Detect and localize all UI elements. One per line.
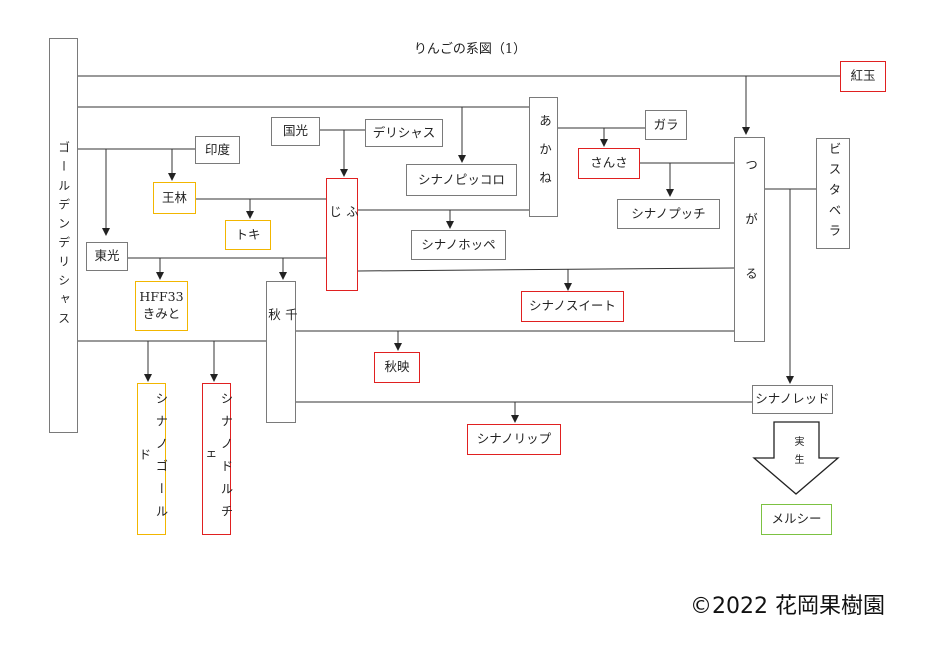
node-indo: 印度: [195, 136, 240, 164]
node-tsugaru: つがる: [734, 137, 765, 342]
node-senshu: 千秋: [266, 281, 298, 423]
arrow-label: 実生: [792, 436, 803, 472]
diagram-title: りんごの系図（1）: [413, 42, 527, 57]
node-shinano-gold: シナノゴールド: [137, 383, 168, 535]
node-bistabella: ビスタベラ: [816, 138, 850, 249]
node-hff33-kimito: HFF33 きみと: [135, 281, 188, 331]
node-gala: ガラ: [645, 110, 687, 140]
node-merci: メルシー: [761, 504, 832, 535]
node-shuei: 秋映: [374, 352, 420, 383]
kimito-label: きみと: [142, 306, 181, 321]
copyright-text: ©2022 花岡果樹園: [690, 594, 885, 619]
node-shinano-dolce: シナノドルチェ: [202, 383, 233, 535]
node-shinano-hoppe: シナノホッペ: [411, 230, 506, 260]
node-ourin: 王林: [153, 182, 196, 214]
node-kokko: 国光: [271, 117, 320, 146]
node-shinano-sweet: シナノスイート: [521, 291, 624, 322]
node-fuji: ふじ: [326, 178, 359, 291]
node-sansa: さんさ: [578, 148, 640, 179]
node-shinano-lip: シナノリップ: [467, 424, 561, 455]
seedling-arrow: [752, 421, 840, 495]
node-shinano-red: シナノレッド: [752, 385, 833, 414]
node-kogyoku: 紅玉: [840, 61, 886, 92]
node-golden-delicious: ゴールデンデリシャス: [49, 38, 78, 433]
node-shinano-puchi: シナノプッチ: [617, 199, 720, 229]
node-akane: あかね: [529, 97, 558, 217]
node-shinano-piccolo: シナノピッコロ: [406, 164, 517, 196]
hff33-label: HFF33: [139, 289, 184, 305]
node-toki: トキ: [225, 220, 271, 250]
node-delicious: デリシャス: [365, 119, 443, 147]
node-touko: 東光: [86, 242, 128, 271]
